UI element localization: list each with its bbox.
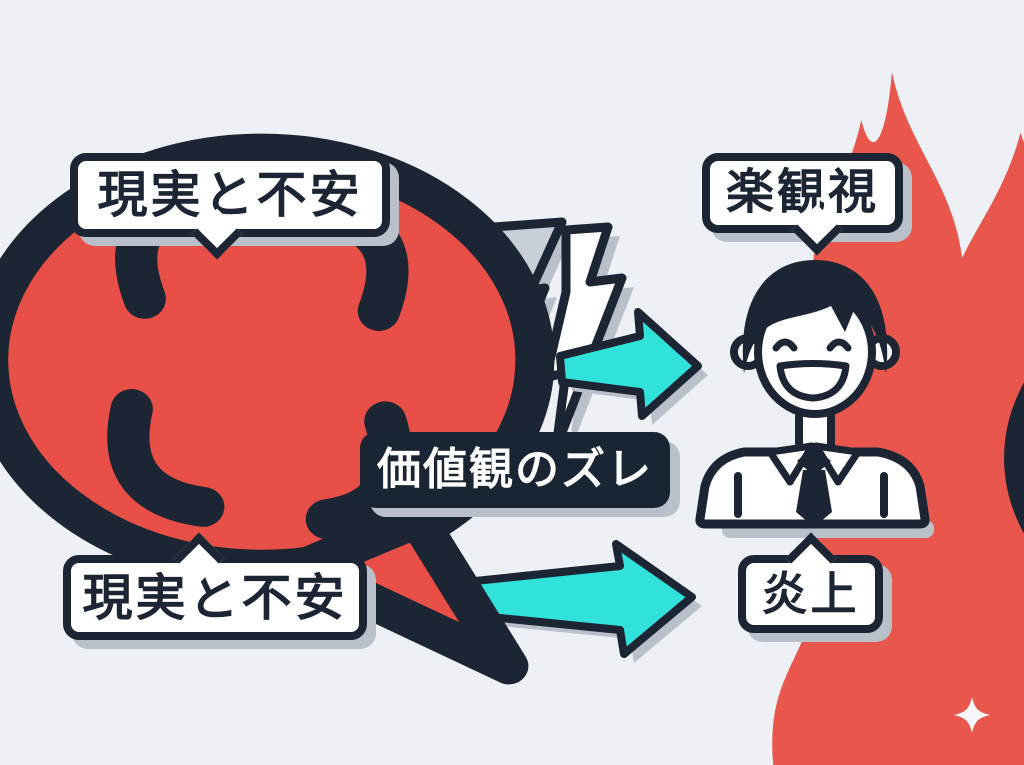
man-neck-lines xyxy=(795,412,835,452)
man-hair xyxy=(742,260,888,374)
speech-bubble-top-left: 現実と不安 xyxy=(70,153,390,260)
happy-eyes xyxy=(772,338,852,352)
speech-bubble-bottom-right: 炎上 xyxy=(738,532,883,633)
bubble-text: 楽観視 xyxy=(725,166,879,219)
necktie xyxy=(796,446,832,527)
smile-mouth xyxy=(776,360,850,402)
speech-bubble-top-right: 楽観視 xyxy=(702,153,903,256)
speech-bubble-bottom-left: 現実と不安 xyxy=(63,532,367,640)
man-figure xyxy=(695,260,934,538)
center-label: 価値観のズレ xyxy=(360,432,670,508)
center-label-text: 価値観のズレ xyxy=(377,445,653,494)
man-arm-creases xyxy=(734,472,888,518)
bubble-text: 現実と不安 xyxy=(82,569,348,626)
sparkle-icon xyxy=(954,697,990,733)
conflict-arrow-right xyxy=(556,308,708,425)
bubble-text: 現実と不安 xyxy=(97,167,363,223)
